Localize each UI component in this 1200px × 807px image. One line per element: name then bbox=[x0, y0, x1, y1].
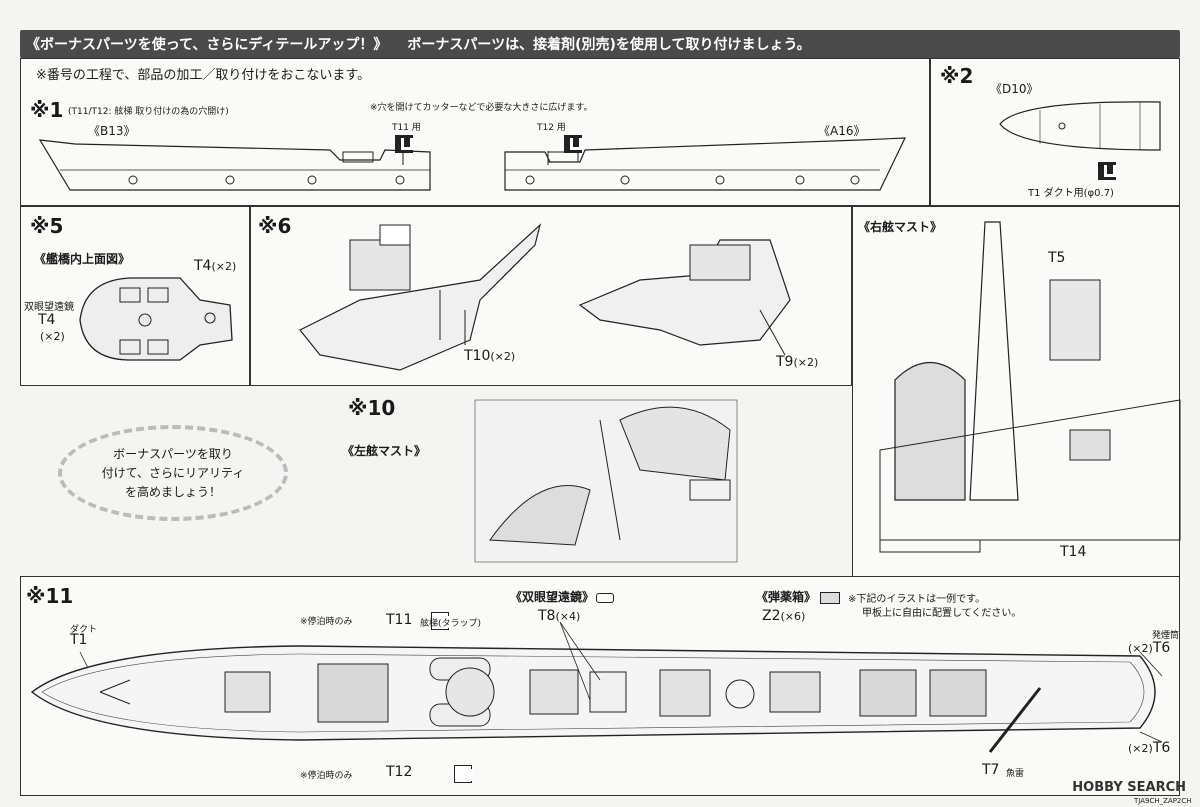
t4-qty: (×2) bbox=[211, 260, 237, 273]
ammo-box-icon bbox=[820, 591, 841, 604]
t10-label: T10(×2) bbox=[464, 348, 515, 364]
intro-text: ※番号の工程で、部品の加工／取り付けをおこないます。 bbox=[36, 68, 371, 83]
moored-icon bbox=[431, 611, 451, 630]
t6-top-code: T6 bbox=[1152, 640, 1171, 656]
step6-panel bbox=[250, 206, 852, 386]
drill-icon bbox=[395, 134, 413, 153]
part-d10: 《D10》 bbox=[990, 82, 1039, 96]
t4-code: T4 bbox=[194, 258, 212, 274]
starboard-mast-panel bbox=[852, 206, 1180, 576]
drill-icon bbox=[1098, 161, 1117, 180]
drill-icon bbox=[564, 134, 583, 153]
t10-qty: (×2) bbox=[490, 350, 516, 363]
ammo-title-text: 《弾薬箱》 bbox=[756, 590, 817, 604]
t10-code: T10 bbox=[464, 348, 491, 364]
t6-top-label: (×2)T6 bbox=[1128, 640, 1170, 656]
t8-qty: (×4) bbox=[555, 610, 581, 623]
layout-note-2: 甲板上に自由に配置してください。 bbox=[862, 608, 1022, 619]
mine-label: 魚雷 bbox=[1006, 769, 1025, 779]
callout-line: を高めましょう！ bbox=[124, 484, 221, 499]
duct-label: ダクト bbox=[70, 625, 98, 635]
t6-bot-qty: (×2) bbox=[1128, 742, 1153, 755]
z2-label: Z2(×6) bbox=[762, 608, 805, 624]
ammo-title: 《弾薬箱》 bbox=[756, 588, 841, 605]
header-subtitle: ボーナスパーツは、接着剤(別売)を使用して取り付けましょう。 bbox=[407, 37, 811, 53]
t14-starboard-label: T14 bbox=[1060, 544, 1087, 560]
callout-line: 付けて、さらにリアリティ bbox=[101, 465, 245, 480]
t1-label: T1 bbox=[70, 632, 88, 648]
t11-label: T11 bbox=[386, 612, 413, 628]
step5-title: 《艦橋内上面図》 bbox=[34, 252, 131, 266]
footer-code: TJA9CH_ZAP2CH bbox=[1134, 797, 1192, 805]
part-b13: 《B13》 bbox=[88, 124, 136, 138]
t6-bot-code: T6 bbox=[1152, 740, 1171, 756]
t4-left-qty: (×2) bbox=[40, 330, 65, 343]
ladder-label: 舷梯(タラップ) bbox=[420, 619, 482, 629]
step1-note: (T11/T12: 舷梯 取り付けの為の穴開け) bbox=[68, 107, 229, 117]
z2-qty: (×6) bbox=[780, 610, 806, 623]
watermark-logo: HOBBY SEARCH bbox=[1072, 780, 1186, 795]
smoke-label: 発煙筒 bbox=[1152, 631, 1180, 641]
step5-mark: ※5 bbox=[30, 214, 64, 238]
t4-left-label: T4 bbox=[38, 312, 56, 328]
step2-mark: ※2 bbox=[940, 64, 974, 88]
binocular-label: 双眼望遠鏡 bbox=[24, 302, 74, 313]
layout-note-1: ※下記のイラストは一例です。 bbox=[848, 594, 986, 605]
z2-code: Z2 bbox=[762, 608, 781, 624]
step10-mark: ※10 bbox=[348, 396, 396, 420]
step2-note: T1 ダクト用(φ0.7) bbox=[1028, 188, 1114, 199]
header-title: 《ボーナスパーツを使って、さらにディテールアップ！》 bbox=[26, 37, 388, 53]
t6-top-qty: (×2) bbox=[1128, 642, 1153, 655]
binoculars-title: 《双眼望遠鏡》 bbox=[510, 588, 615, 605]
binoculars-icon bbox=[596, 592, 615, 603]
t9-label: T9(×2) bbox=[776, 354, 818, 370]
step1-mark: ※1 bbox=[30, 98, 64, 122]
t9-code: T9 bbox=[776, 354, 794, 370]
t4-top-label: T4(×2) bbox=[194, 258, 236, 274]
t8-code: T8 bbox=[538, 608, 556, 624]
step11-mark: ※11 bbox=[26, 584, 74, 608]
t12-label: T12 bbox=[386, 764, 413, 780]
moored-icon bbox=[454, 764, 474, 783]
t6-bot-label: (×2)T6 bbox=[1128, 740, 1170, 756]
t5-label: T5 bbox=[1048, 250, 1066, 266]
tag-t11-use: T11 用 bbox=[392, 123, 421, 133]
starboard-mast-title: 《右舷マスト》 bbox=[858, 220, 943, 234]
t7-label: T7 bbox=[982, 762, 1000, 778]
bonus-callout-bubble: ボーナスパーツを取り 付けて、さらにリアリティ を高めましょう！ bbox=[58, 425, 288, 521]
t14-port-label: T14 bbox=[690, 550, 717, 566]
step1-hint: ※穴を開けてカッターなどで必要な大きさに広げます。 bbox=[370, 103, 593, 113]
instruction-header: 《ボーナスパーツを使って、さらにディテールアップ！》 ボーナスパーツは、接着剤(… bbox=[20, 30, 1180, 58]
step10-title: 《左舷マスト》 bbox=[342, 444, 427, 458]
step6-mark: ※6 bbox=[258, 214, 292, 238]
tag-t12-use: T12 用 bbox=[537, 123, 566, 133]
moored-only-top: ※停泊時のみ bbox=[300, 617, 353, 627]
t8-label: T8(×4) bbox=[538, 608, 580, 624]
moored-only-bottom: ※停泊時のみ bbox=[300, 771, 353, 781]
callout-line: ボーナスパーツを取り bbox=[113, 446, 233, 461]
binoculars-title-text: 《双眼望遠鏡》 bbox=[510, 590, 595, 604]
t9-qty: (×2) bbox=[793, 356, 819, 369]
part-a16: 《A16》 bbox=[818, 124, 866, 138]
